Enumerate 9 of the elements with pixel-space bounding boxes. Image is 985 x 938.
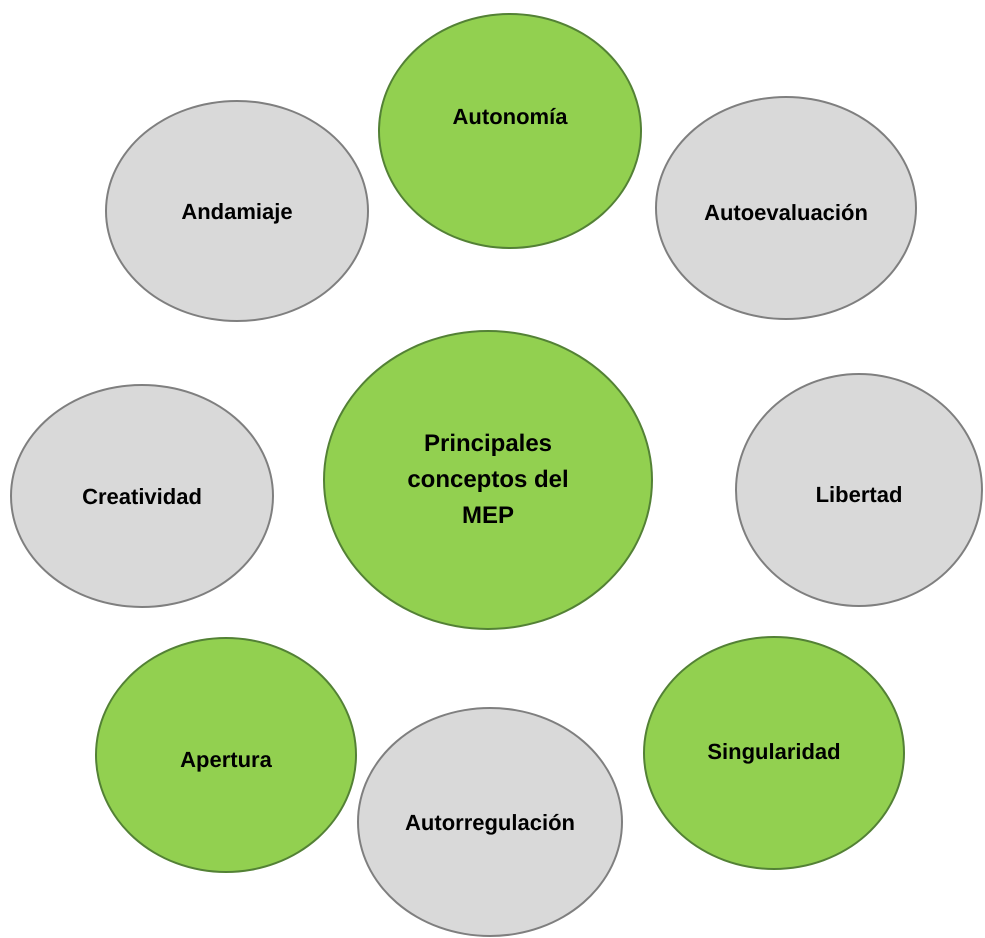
concept-label: Apertura [179, 746, 273, 774]
concept-label: Autonomía [452, 102, 569, 130]
concept-label: Creatividad [81, 482, 203, 510]
concept-label: Principales conceptos del MEP [406, 429, 570, 531]
concept-label: Autoevaluación [703, 198, 869, 226]
concept-label: Singularidad [706, 738, 842, 766]
concept-label: Andamiaje [180, 198, 294, 226]
concept-label: Libertad [814, 480, 904, 508]
concept-label: Autorregulación [404, 808, 576, 837]
